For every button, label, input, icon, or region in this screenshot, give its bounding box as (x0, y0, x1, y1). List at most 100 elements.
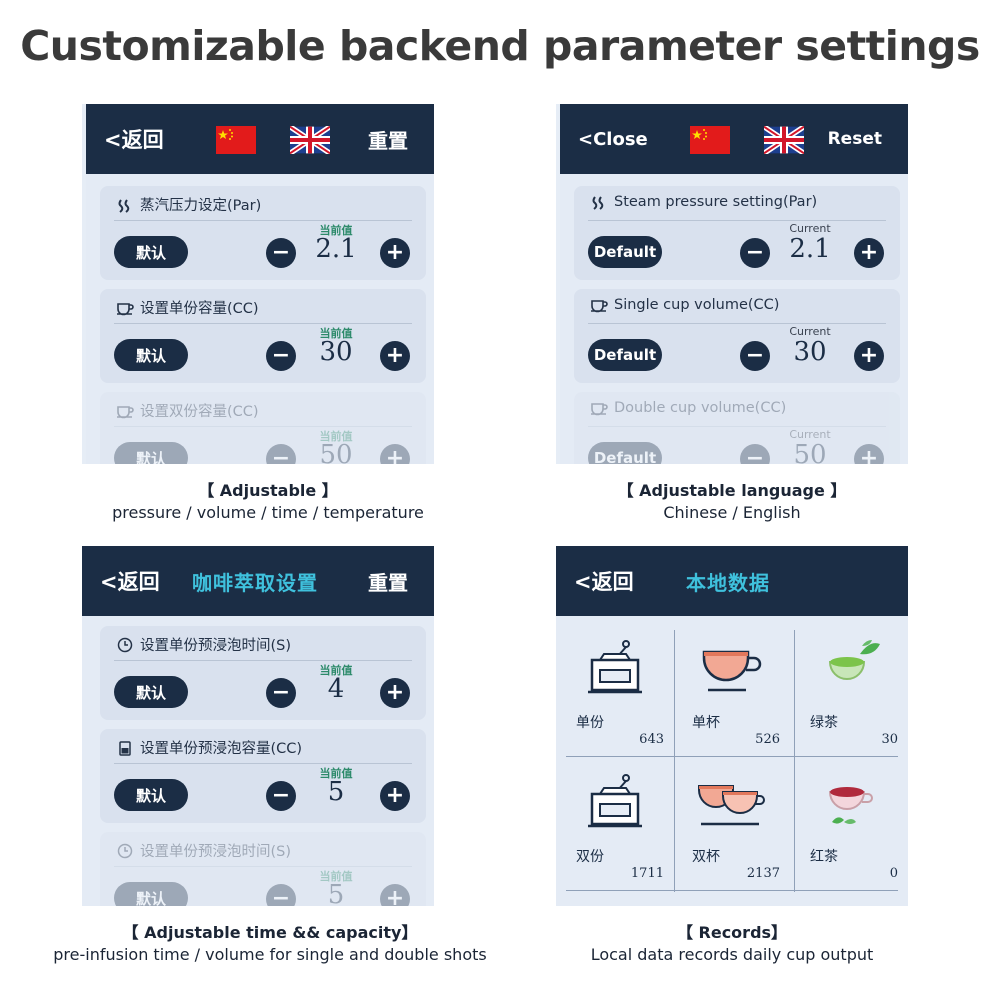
decrease-button[interactable]: − (266, 238, 296, 268)
record-label: 绿茶 (810, 715, 838, 731)
back-button[interactable]: <返回 (574, 570, 634, 594)
decrease-button[interactable]: − (266, 444, 296, 464)
setting-card-steam-pressure: 蒸汽压力设定(Par) 默认 − 当前值 2.1 + (100, 186, 426, 280)
increase-button[interactable]: + (380, 341, 410, 371)
default-button[interactable]: Default (588, 339, 662, 371)
black-tea-icon (828, 787, 873, 824)
page-title: 咖啡萃取设置 (192, 570, 318, 595)
cup-icon (702, 650, 762, 692)
double-cup-icon (117, 405, 134, 418)
double-cup-icon (698, 785, 765, 826)
current-value: 2.1 (315, 234, 357, 264)
current-value: 30 (793, 337, 827, 367)
decrease-button[interactable]: − (266, 781, 296, 811)
record-value: 2137 (746, 866, 780, 881)
default-button[interactable]: 默认 (114, 339, 188, 371)
clock-icon (117, 843, 133, 858)
setting-card-preinfusion-time: 设置单份预浸泡时间(S) 默认 − 当前值 4 + (100, 626, 426, 720)
settings-content: 蒸汽压力设定(Par) 默认 − 当前值 2.1 + 设置单份容量(CC) 默认… (86, 174, 434, 464)
increase-button[interactable]: + (380, 444, 410, 464)
close-button[interactable]: <Close (578, 128, 648, 150)
current-label: 当前值 (319, 767, 353, 780)
default-button[interactable]: 默认 (114, 442, 188, 464)
page-title: 本地数据 (686, 570, 770, 595)
top-bar: <返回 重置 (86, 104, 434, 174)
setting-label: 设置单份预浸泡时间(S) (140, 638, 292, 654)
uk-flag-icon[interactable] (290, 126, 330, 154)
record-label: 双份 (576, 849, 604, 865)
default-button[interactable]: Default (588, 236, 662, 268)
current-label: 当前值 (319, 870, 353, 883)
increase-button[interactable]: + (380, 781, 410, 811)
current-label: 当前值 (319, 224, 353, 237)
current-value: 50 (793, 440, 827, 464)
current-value: 5 (327, 777, 345, 807)
china-flag-icon[interactable] (216, 126, 256, 154)
clock-icon (117, 637, 133, 652)
decrease-button[interactable]: − (740, 341, 770, 371)
caption-adjustable: 【 Adjustable 】 pressure / volume / time … (112, 481, 424, 522)
default-button[interactable]: 默认 (114, 882, 188, 906)
decrease-button[interactable]: − (266, 341, 296, 371)
current-value: 5 (327, 880, 345, 906)
current-value: 50 (319, 440, 353, 464)
reset-button[interactable]: Reset (827, 129, 882, 149)
cup-icon (117, 302, 134, 315)
top-bar: <Close Reset (560, 104, 908, 174)
battery-icon (119, 740, 131, 756)
increase-button[interactable]: + (380, 884, 410, 906)
record-label: 单杯 (692, 715, 720, 731)
setting-label: 设置单份预浸泡容量(CC) (140, 741, 303, 757)
setting-card-single-volume: 设置单份容量(CC) 默认 − 当前值 30 + (100, 289, 426, 383)
current-value: 4 (327, 674, 345, 704)
decrease-button[interactable]: − (266, 884, 296, 906)
china-flag-icon[interactable] (690, 126, 730, 154)
increase-button[interactable]: + (380, 238, 410, 268)
records-panel: <返回 本地数据 单份 643 (556, 546, 908, 906)
setting-card-preinfusion-volume: 设置单份预浸泡容量(CC) 默认 − 当前值 5 + (100, 729, 426, 823)
coffee-grinder-icon (588, 640, 642, 694)
current-label: Current (789, 222, 831, 235)
current-label: 当前值 (319, 430, 353, 443)
increase-button[interactable]: + (854, 444, 884, 464)
double-cup-icon (591, 403, 608, 416)
decrease-button[interactable]: − (266, 678, 296, 708)
record-double-cup: 双杯 2137 (678, 756, 790, 888)
settings-content: 设置单份预浸泡时间(S) 默认 − 当前值 4 + 设置单份预浸泡容量(CC) … (82, 616, 434, 906)
default-button[interactable]: 默认 (114, 236, 188, 268)
setting-label: 设置单份预浸泡时间(S) (140, 844, 292, 860)
decrease-button[interactable]: − (740, 238, 770, 268)
current-label: Current (789, 428, 831, 441)
record-value: 1711 (630, 866, 664, 881)
increase-button[interactable]: + (854, 341, 884, 371)
decrease-button[interactable]: − (740, 444, 770, 464)
record-label: 红茶 (810, 849, 838, 865)
reset-button[interactable]: 重置 (368, 570, 408, 595)
reset-button[interactable]: 重置 (368, 128, 408, 153)
default-button[interactable]: 默认 (114, 676, 188, 708)
settings-panel-english: <Close Reset Steam pressure setting(Par)… (556, 104, 908, 464)
record-green-tea: 绿茶 30 (796, 622, 908, 754)
settings-panel-chinese: <返回 重置 蒸汽压力设定(Par) 默认 − 当前值 2.1 + (82, 104, 434, 464)
coffee-grinder-icon (588, 774, 642, 828)
back-button[interactable]: <返回 (100, 570, 160, 594)
increase-button[interactable]: + (380, 678, 410, 708)
default-button[interactable]: 默认 (114, 779, 188, 811)
headline: Customizable backend parameter settings (20, 22, 980, 70)
record-single-cup: 单杯 526 (678, 622, 790, 754)
increase-button[interactable]: + (854, 238, 884, 268)
current-value: 2.1 (789, 234, 831, 264)
setting-card-preinfusion-time-faded: 设置单份预浸泡时间(S) 默认 − 当前值 5 + (100, 832, 426, 906)
record-label: 双杯 (692, 849, 720, 865)
current-label: Current (789, 325, 831, 338)
uk-flag-icon[interactable] (764, 126, 804, 154)
default-button[interactable]: Default (588, 442, 662, 464)
setting-card-double-volume: Double cup volume(CC) Default − Current … (574, 392, 900, 464)
back-button[interactable]: <返回 (104, 128, 164, 152)
setting-card-double-volume: 设置双份容量(CC) 默认 − 当前值 50 + (100, 392, 426, 464)
setting-label: Single cup volume(CC) (614, 297, 780, 313)
caption-time-capacity: 【 Adjustable time && capacity】 pre-infus… (53, 923, 487, 964)
current-value: 30 (319, 337, 353, 367)
record-value: 30 (881, 732, 898, 747)
setting-label: 蒸汽压力设定(Par) (140, 198, 262, 214)
